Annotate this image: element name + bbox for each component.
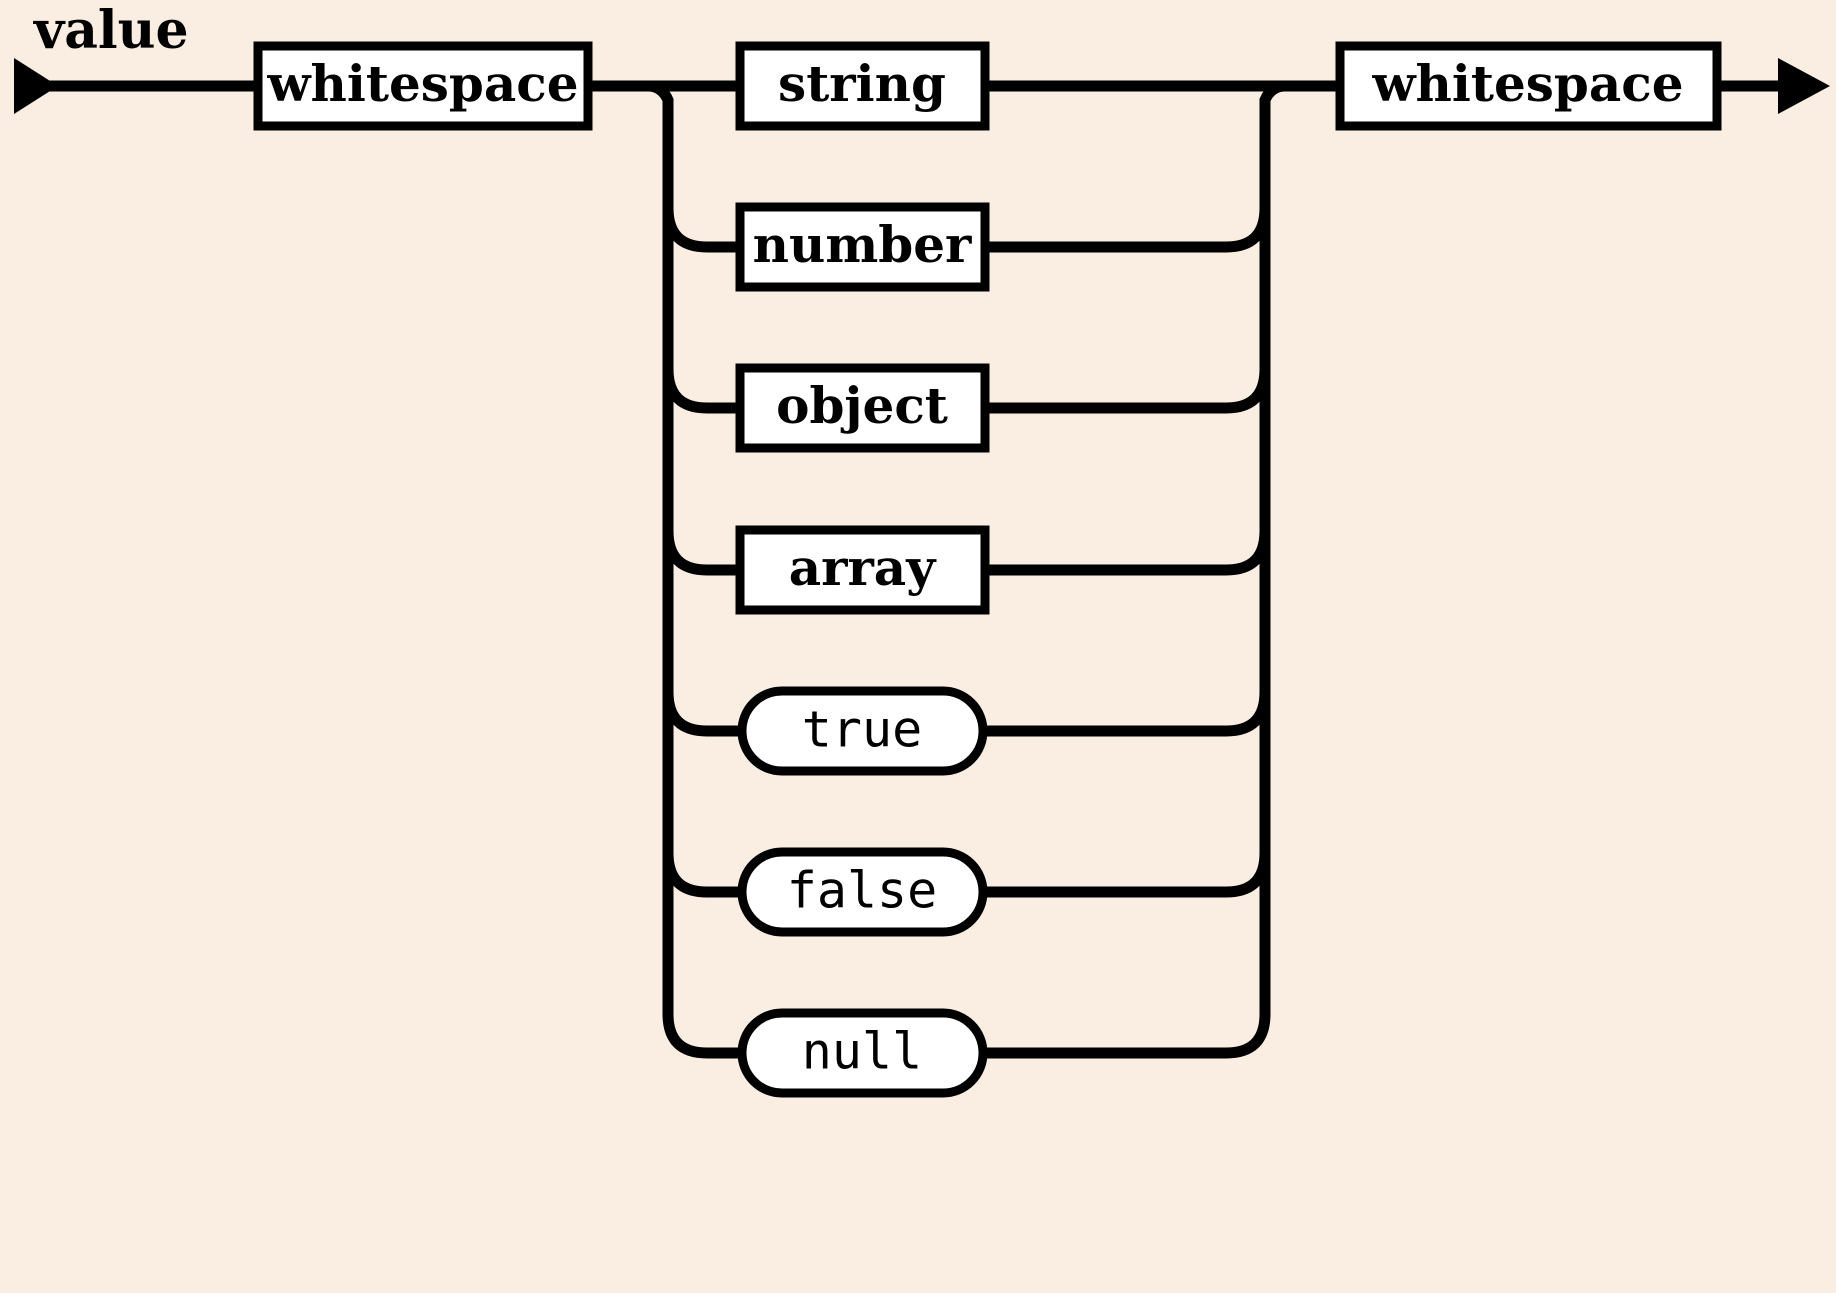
branch-stub-left-true: [662, 691, 742, 737]
branch-stub-right-object: [985, 368, 1271, 414]
whitespace-prefix-label: whitespace: [266, 54, 578, 113]
number-label: number: [753, 215, 972, 274]
branch-stub-left-object: [662, 368, 740, 414]
true-label: true: [802, 701, 922, 759]
true-box: [737, 686, 988, 776]
end-arrow-icon: [1778, 58, 1830, 114]
string-box: [735, 41, 990, 131]
node-number[interactable]: number: [735, 202, 990, 292]
node-whitespace-prefix[interactable]: whitespace: [253, 41, 593, 131]
null-box: [737, 1008, 988, 1098]
branch-stub-left-array: [662, 530, 740, 576]
branch-stub-left-false: [662, 852, 742, 898]
page-title: value: [33, 0, 189, 61]
array-label: array: [789, 538, 937, 597]
object-box: [735, 363, 990, 453]
object-label: object: [776, 376, 948, 435]
branch-stub-right-array: [985, 530, 1271, 576]
left-branch-rail: [647, 80, 708, 1059]
node-whitespace-suffix[interactable]: whitespace: [1335, 41, 1722, 131]
branch-stub-right-true: [983, 691, 1271, 737]
node-array[interactable]: array: [735, 525, 990, 615]
false-box: [737, 847, 988, 937]
string-label: string: [778, 54, 946, 113]
branch-stub-right-number: [985, 207, 1271, 253]
node-false[interactable]: false: [737, 847, 988, 937]
whitespace-suffix-box: [1335, 41, 1722, 131]
branch-stub-left-number: [662, 207, 740, 253]
branch-stub-right-false: [983, 852, 1271, 898]
whitespace-suffix-label: whitespace: [1371, 54, 1683, 113]
node-object[interactable]: object: [735, 363, 990, 453]
array-box: [735, 525, 990, 615]
node-null[interactable]: null: [737, 1008, 988, 1098]
false-label: false: [787, 862, 938, 920]
node-true[interactable]: true: [737, 686, 988, 776]
null-label: null: [802, 1023, 922, 1081]
number-box: [735, 202, 990, 292]
node-string[interactable]: string: [735, 41, 990, 131]
